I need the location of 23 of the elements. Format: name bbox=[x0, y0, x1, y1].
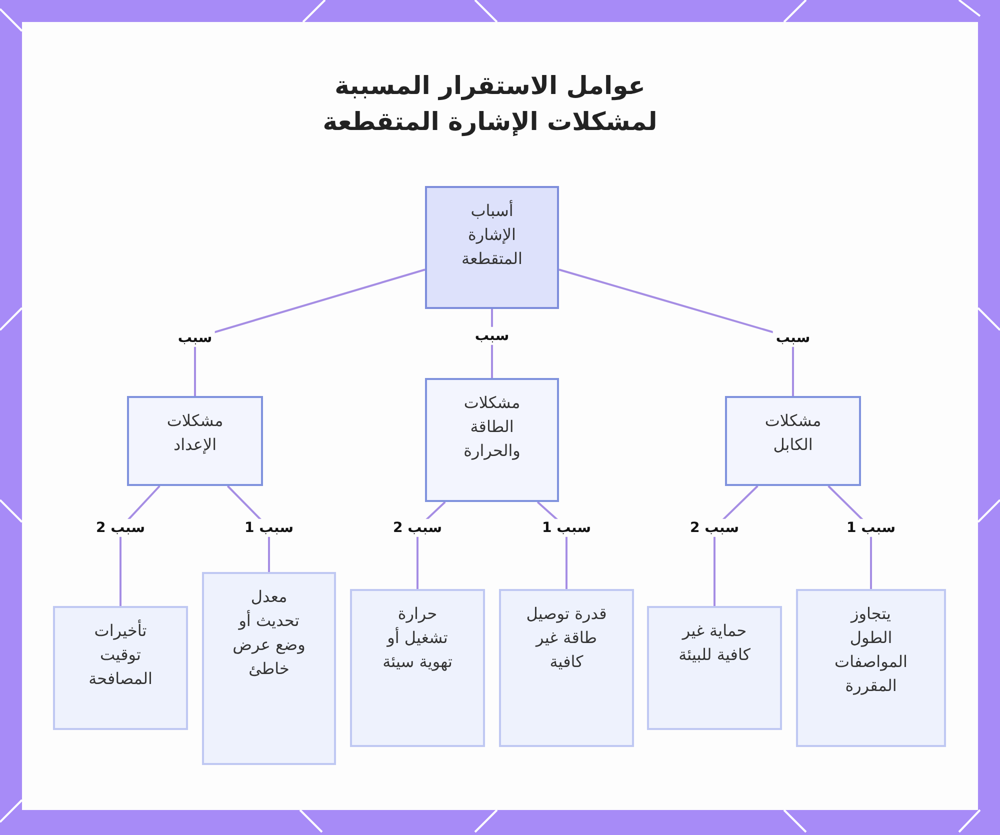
node-text: تأخيرات توقيت المصافحة bbox=[88, 619, 154, 690]
process-box bbox=[425, 186, 559, 309]
node-text: مشكلات الكابل bbox=[764, 410, 822, 456]
process-box bbox=[425, 378, 559, 502]
node-text: يتجاوز الطول المواصفات المقررة bbox=[834, 603, 908, 697]
node-text: حماية غير كافية للبيئة bbox=[678, 620, 752, 666]
diagram-title: عوامل الاستقرار المسببة لمشكلات الإشارة المتقطعة bbox=[322, 70, 658, 138]
process-box bbox=[53, 606, 188, 730]
node-text: مشكلات الإعداد bbox=[166, 410, 224, 456]
process-box bbox=[725, 396, 861, 486]
process-box bbox=[127, 396, 263, 486]
process-box bbox=[647, 606, 782, 730]
process-box bbox=[350, 589, 485, 747]
node-text: مشكلات الطاقة والحرارة bbox=[462, 392, 522, 462]
node-text: قدرة توصيل طاقة غير كافية bbox=[525, 603, 608, 673]
process-box bbox=[796, 589, 946, 747]
node-text: أسباب الإشارة المتقطعة bbox=[460, 199, 524, 270]
connector-line bbox=[558, 268, 794, 396]
node-text: حرارة تشغيل أو تهوية سيئة bbox=[382, 603, 454, 673]
process-box bbox=[499, 589, 634, 747]
connector-line bbox=[194, 268, 426, 396]
node-text: معدل تحديث أو وضع عرض خاطئ bbox=[232, 586, 306, 680]
process-box bbox=[202, 572, 336, 765]
